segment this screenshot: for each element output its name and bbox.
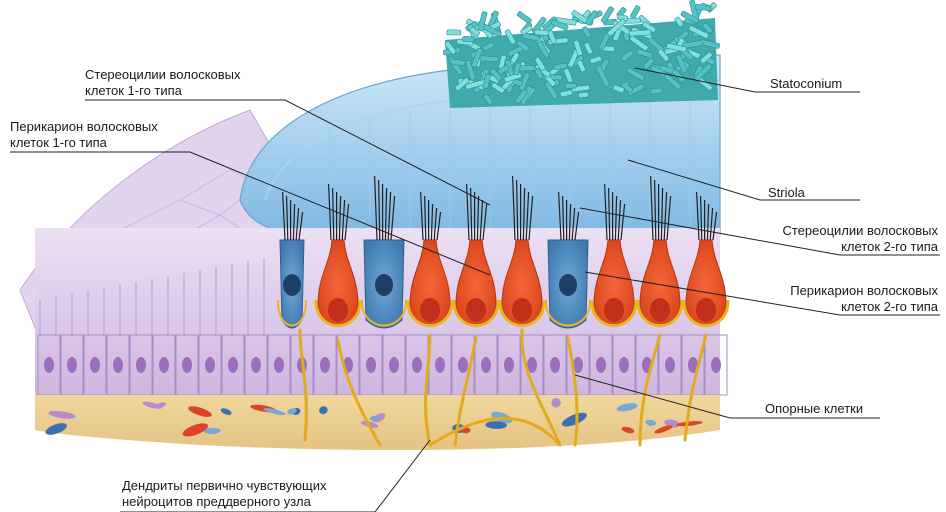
hair-cell-nucleus [696,298,716,322]
supporting-cell-nucleus [711,357,721,373]
label-stereocilia-type1: Стереоцилии волосковых клеток 1-го типа [85,67,241,99]
statoconium-crystal [578,92,589,98]
statoconium-crystal [650,88,662,94]
label-statoconium: Statoconium [770,76,842,92]
hair-cell-nucleus [559,274,577,296]
supporting-cell-nucleus [182,357,192,373]
label-perikaryon-type1: Перикарион волосковых клеток 1-го типа [10,119,158,151]
statoconium-crystal [565,83,576,88]
supporting-cell-nucleus [458,357,468,373]
supporting-cell-nucleus [481,357,491,373]
statoconium-crystal [629,30,651,36]
label-perikaryon-type2: Перикарион волосковых клеток 2-го типа [790,283,938,315]
statoconium-crystal [463,36,475,41]
hair-cell-nucleus [512,298,532,322]
statoconia-layer [443,0,720,108]
supporting-cell-nucleus [596,357,606,373]
hair-cell-nucleus [650,298,670,322]
supporting-cell-nucleus [159,357,169,373]
hair-cell-nucleus [328,298,348,322]
supporting-cell-nucleus [619,357,629,373]
label-dendrites: Дендриты первично чувствующих нейроцитов… [122,478,326,510]
hair-cell-nucleus [375,274,393,296]
supporting-cell-nucleus [366,357,376,373]
supporting-cell-nucleus [205,357,215,373]
label-stereocilia-type2: Стереоцилии волосковых клеток 2-го типа [782,223,938,255]
supporting-cell-nucleus [67,357,77,373]
label-striola: Striola [768,185,805,201]
supporting-cell-nucleus [550,357,560,373]
statoconium-crystal [630,5,641,19]
supporting-cell-nucleus [44,357,54,373]
statoconium-crystal [480,56,498,62]
supporting-cell-nucleus [435,357,445,373]
supporting-cell-nucleus [228,357,238,373]
supporting-cell-nucleus [665,357,675,373]
supporting-cell-nucleus [389,357,399,373]
statoconium-crystal [517,11,532,24]
hair-cell-nucleus [420,298,440,322]
hair-cell-nucleus [283,274,301,296]
supporting-cell-nucleus [90,357,100,373]
supporting-cell-nucleus [136,357,146,373]
supporting-cell-nucleus [113,357,123,373]
supporting-cell-nucleus [274,357,284,373]
hair-cell-nucleus [466,298,486,322]
supporting-cell-nucleus [320,357,330,373]
statoconium-crystal [535,30,549,36]
supporting-cell-nucleus [251,357,261,373]
statoconium-crystal [447,30,461,35]
supporting-cell-nucleus [504,357,514,373]
supporting-cell-nucleus [412,357,422,373]
label-supporting-cells: Опорные клетки [765,401,863,417]
hair-cell-nucleus [604,298,624,322]
